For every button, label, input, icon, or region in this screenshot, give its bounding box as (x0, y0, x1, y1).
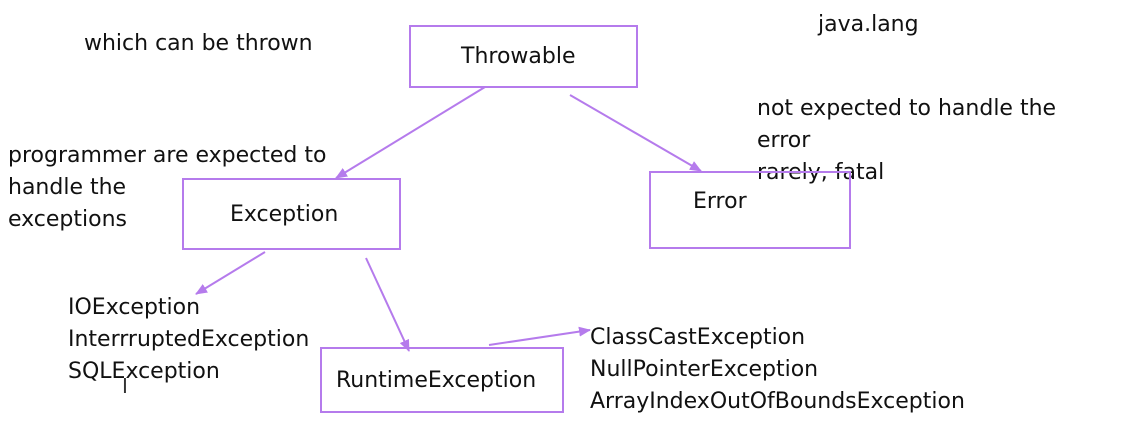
exception-note: programmer are expected to handle the ex… (8, 140, 326, 236)
throwable-label: Throwable (461, 44, 576, 69)
arrow-throwable-to-error (569, 94, 702, 172)
arrow-exception-to-checked (195, 251, 266, 295)
throwable-node: Throwable (409, 25, 638, 88)
exception-note-line-1: programmer are expected to (8, 143, 327, 168)
arrow-runtime-to-unchecked (488, 326, 591, 346)
package-label: java.lang (818, 12, 919, 37)
throwable-note: which can be thrown (84, 31, 313, 56)
list-item: ArrayIndexOutOfBoundsException (590, 389, 965, 414)
exception-note-line-3: exceptions (8, 207, 127, 232)
exception-label: Exception (230, 201, 339, 227)
runtime-exception-node: RuntimeException (320, 347, 564, 413)
i-beam-cursor-icon: I (122, 374, 128, 398)
runtime-exception-label: RuntimeException (336, 367, 537, 393)
checked-exceptions-list: IOException InterrruptedException SQLExc… (68, 292, 309, 388)
arrow-exception-to-runtime (365, 257, 410, 352)
list-item: ClassCastException (590, 325, 806, 350)
list-item: NullPointerException (590, 357, 819, 382)
error-note-line-2: error (757, 128, 811, 153)
list-item: SQLException (68, 359, 220, 384)
exception-note-line-2: handle the (8, 175, 127, 200)
list-item: IOException (68, 295, 201, 320)
arrow-throwable-to-exception (335, 86, 486, 179)
runtime-exceptions-list: ClassCastException NullPointerException … (590, 322, 965, 418)
error-node: Error (649, 171, 851, 249)
error-note-line-1: not expected to handle the (757, 96, 1057, 121)
error-label: Error (693, 189, 747, 214)
list-item: InterrruptedException (68, 327, 310, 352)
exception-node: Exception (182, 178, 401, 250)
